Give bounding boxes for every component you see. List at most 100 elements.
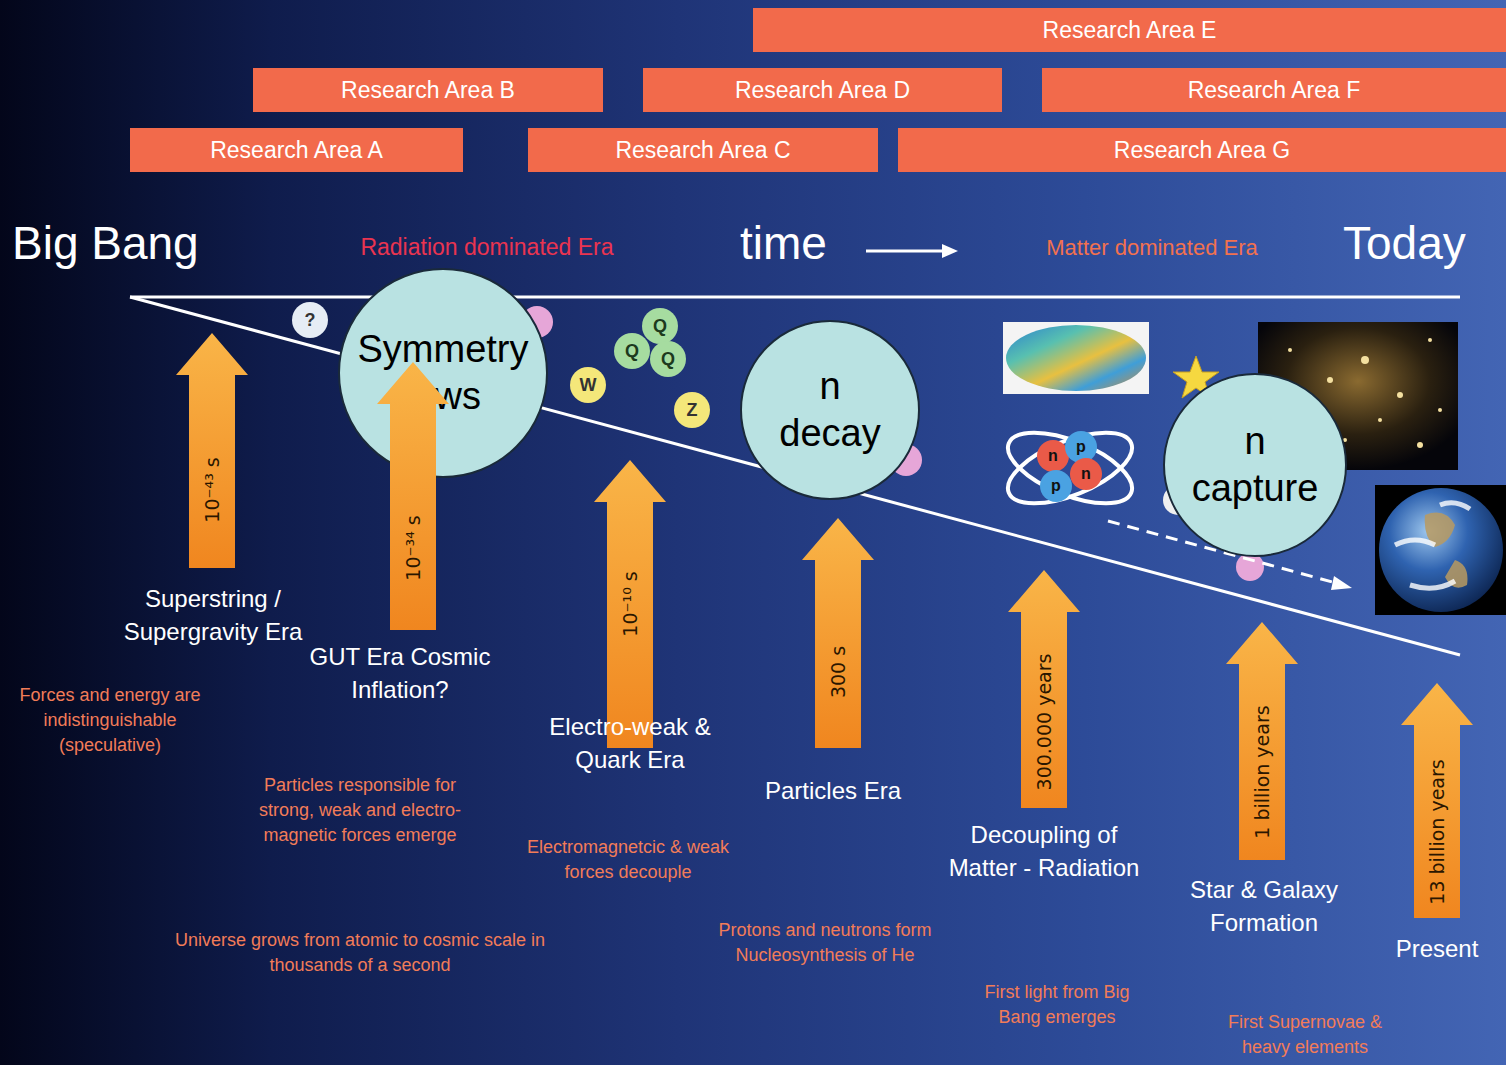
particle-circle: ? — [292, 302, 328, 338]
arrow-body — [377, 362, 449, 630]
arrow-body — [594, 460, 666, 748]
galaxy-star — [1417, 442, 1423, 448]
earth-globe — [1379, 488, 1503, 612]
time-stamp: 10⁻³⁴ s — [402, 515, 424, 580]
time-arrow — [866, 244, 958, 258]
timeline-top-line — [130, 296, 1460, 299]
era-note: Protons and neutrons form Nucleosynthesi… — [685, 918, 965, 968]
time-arrow: 1 billion years — [1226, 622, 1298, 860]
research-area-bar: Research Area D — [643, 68, 1002, 112]
era-name: Electro-weak & Quark Era — [525, 710, 735, 776]
particle-letter: Q — [661, 350, 675, 368]
earth-land — [1425, 513, 1468, 588]
galaxy-star — [1378, 418, 1382, 422]
time-arrow: 10⁻⁴³ s — [176, 333, 248, 568]
era-note: First Supernovae & heavy elements — [1220, 1010, 1390, 1060]
particle-circle: Q — [614, 333, 650, 369]
era-name: Decoupling of Matter - Radiation — [934, 818, 1154, 884]
research-area-label: Research Area A — [210, 137, 383, 164]
research-area-bar: Research Area B — [253, 68, 603, 112]
cmb-map — [1006, 325, 1146, 391]
axis-label: time — [740, 216, 827, 271]
era-name: Star & Galaxy Formation — [1169, 873, 1359, 939]
time-stamp: 13 billion years — [1426, 759, 1448, 904]
particle-letter: p — [1076, 439, 1086, 455]
research-area-bar: Research Area F — [1042, 68, 1506, 112]
research-area-bar: Research Area E — [753, 8, 1506, 52]
era-name: GUT Era Cosmic Inflation? — [290, 640, 510, 706]
arrow-body — [1226, 622, 1298, 860]
earth-frame — [1375, 485, 1506, 615]
particle-letter: n — [1081, 466, 1091, 482]
particle-letter: p — [1051, 478, 1061, 494]
particle-letter: W — [580, 376, 597, 394]
topic-circle: Symmetry laws — [338, 268, 548, 478]
topic-label: Symmetry laws — [348, 326, 538, 421]
particle-letter: Q — [653, 317, 667, 335]
galaxy-star — [1327, 377, 1333, 383]
particle-circle: p — [1040, 470, 1072, 502]
time-arrow-shape — [802, 518, 874, 748]
galaxy-star — [1361, 356, 1369, 364]
research-area-label: Research Area B — [341, 77, 515, 104]
research-area-label: Research Area F — [1188, 77, 1361, 104]
galaxy-star — [1288, 348, 1292, 352]
arrow-body — [1401, 683, 1473, 918]
particle-letter: n — [1048, 448, 1058, 464]
nucleus-orbits — [999, 418, 1142, 518]
galaxy-star — [1428, 338, 1432, 342]
time-arrow-head — [942, 244, 958, 258]
era-heading: Matter dominated Era — [1002, 233, 1302, 263]
time-arrow: 10⁻¹⁰ s — [594, 460, 666, 748]
time-stamp: 1 billion years — [1251, 705, 1273, 838]
time-stamp: 10⁻⁴³ s — [201, 457, 223, 522]
era-note: First light from Big Bang emerges — [975, 980, 1140, 1030]
research-area-bar: Research Area A — [130, 128, 463, 172]
research-area-label: Research Area E — [1043, 17, 1217, 44]
era-name: Present — [1362, 932, 1506, 965]
era-note: Universe grows from atomic to cosmic sca… — [170, 928, 550, 978]
research-area-bar: Research Area G — [898, 128, 1506, 172]
time-stamp: 10⁻¹⁰ s — [619, 571, 641, 636]
earth-clouds — [1395, 503, 1470, 588]
era-note: Forces and energy are indistinguishable … — [3, 683, 218, 757]
topic-circle: n decay — [740, 320, 920, 500]
time-arrow: 300.000 years — [1008, 570, 1080, 808]
time-arrow-shaft — [866, 250, 945, 253]
time-arrow-shape — [377, 362, 449, 630]
research-area-bar: Research Area C — [528, 128, 878, 172]
era-note: Electromagnetcic & weak forces decouple — [513, 835, 743, 885]
arrow-body — [802, 518, 874, 748]
time-arrow-shape — [176, 333, 248, 568]
topic-label: n capture — [1180, 418, 1330, 513]
topic-label: n decay — [773, 363, 888, 458]
dashed-arrow-head — [1331, 576, 1352, 590]
era-heading: Radiation dominated Era — [322, 232, 652, 264]
particle-circle: n — [1070, 458, 1102, 490]
research-area-label: Research Area G — [1114, 137, 1290, 164]
particle-letter: Q — [625, 342, 639, 360]
time-arrow: 13 billion years — [1401, 683, 1473, 918]
particle-dot — [1236, 553, 1264, 581]
timeline-start: Big Bang — [12, 216, 199, 271]
particle-circle: Q — [650, 341, 686, 377]
topic-circle: n capture — [1163, 373, 1347, 557]
particle-circle: Z — [674, 392, 710, 428]
orbit-ring — [999, 418, 1142, 518]
era-name: Superstring / Supergravity Era — [108, 582, 318, 648]
arrow-body — [1008, 570, 1080, 808]
research-area-label: Research Area C — [615, 137, 790, 164]
research-area-label: Research Area D — [735, 77, 910, 104]
particle-circle: W — [570, 367, 606, 403]
galaxy-star — [1397, 392, 1403, 398]
arrow-body — [176, 333, 248, 568]
orbit-ring — [999, 418, 1142, 518]
timeline-end: Today — [1343, 216, 1466, 271]
particle-letter: ? — [305, 311, 316, 329]
timeline-diagonal-line — [130, 297, 1460, 655]
galaxy-star — [1438, 408, 1442, 412]
time-stamp: 300.000 years — [1033, 654, 1055, 791]
cmb-frame — [1003, 322, 1149, 394]
era-note: Particles responsible for strong, weak a… — [238, 773, 483, 847]
